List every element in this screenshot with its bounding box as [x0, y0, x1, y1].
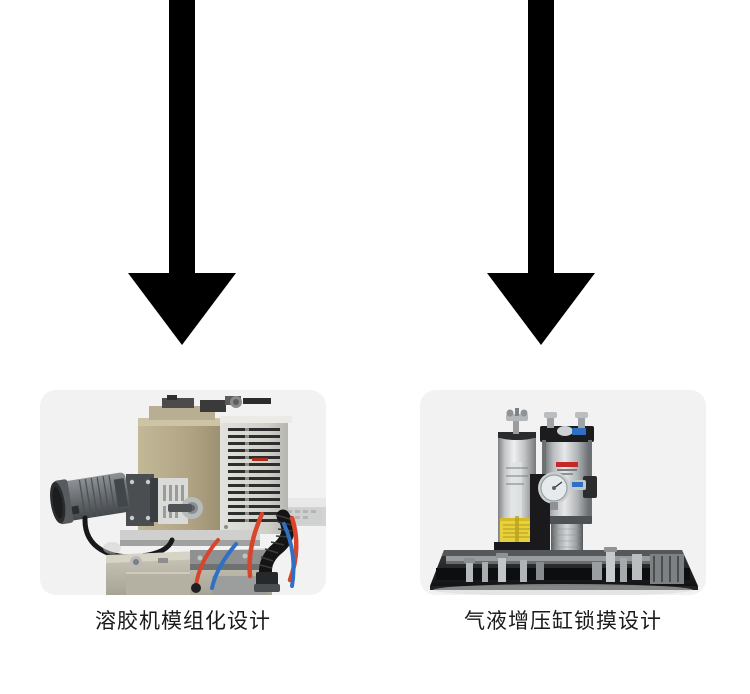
machine-photo-booster	[420, 390, 706, 595]
machine-photo-melt-glue	[40, 390, 326, 595]
feature-card-booster: 气液增压缸锁摸设计	[420, 390, 706, 632]
feature-card-melt-glue: 溶胶机模组化设计	[40, 390, 326, 632]
arrow-down-icon	[487, 0, 595, 345]
photo-panel-booster	[420, 390, 706, 595]
down-arrow-right	[487, 0, 595, 346]
down-arrow-left	[128, 0, 236, 346]
photo-panel-melt-glue	[40, 390, 326, 595]
card-caption-booster: 气液增压缸锁摸设计	[464, 609, 662, 633]
card-caption-melt-glue: 溶胶机模组化设计	[95, 609, 271, 633]
arrow-down-icon	[128, 0, 236, 345]
